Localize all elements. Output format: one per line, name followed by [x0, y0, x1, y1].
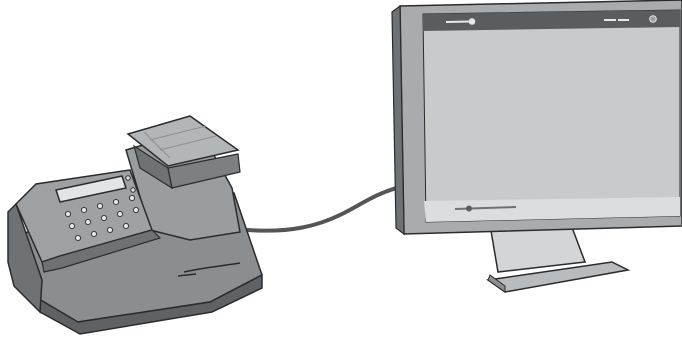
postage-meter	[7, 115, 263, 335]
bottom-bar-slider-track	[454, 206, 517, 210]
screen-top-bar	[423, 10, 680, 31]
top-bar-logo-line	[445, 20, 471, 23]
keypad-key	[64, 210, 72, 218]
keypad-key	[90, 230, 98, 238]
top-bar-user-icon	[649, 15, 657, 23]
keypad-key	[132, 206, 140, 214]
keypad-key	[84, 218, 92, 226]
screen-bottom-bar	[424, 197, 680, 222]
scale-platform-top	[126, 115, 240, 167]
top-bar-logo-dot	[468, 18, 476, 25]
keypad-key	[74, 234, 82, 242]
meter-lcd-display	[55, 175, 127, 203]
keypad-key	[100, 214, 108, 222]
meter-display-button	[130, 187, 136, 193]
connection-cable	[246, 184, 406, 233]
scale-platform-front	[167, 153, 241, 189]
bottom-bar-slider-knob	[466, 205, 472, 212]
keypad-key	[116, 210, 124, 218]
keypad-key	[128, 194, 136, 202]
monitor-screen	[422, 9, 681, 223]
keypad-key	[68, 222, 76, 230]
computer-monitor	[391, 0, 682, 293]
keypad-key	[122, 222, 130, 230]
keypad-key	[112, 198, 120, 206]
envelope-slot	[183, 262, 241, 273]
meter-keypad	[64, 194, 140, 242]
meter-display-button	[125, 175, 131, 181]
keypad-key	[80, 206, 88, 214]
keypad-key	[106, 226, 114, 234]
keypad-key	[96, 202, 104, 210]
